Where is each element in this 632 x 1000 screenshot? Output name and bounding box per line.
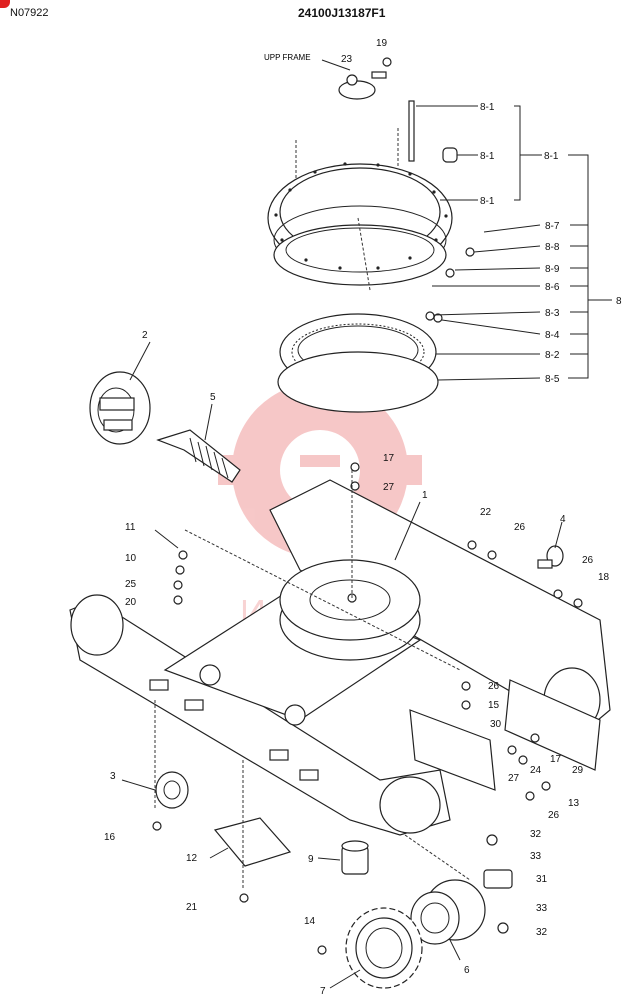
frame-lugs — [149, 664, 319, 781]
carrier-roller — [537, 545, 564, 569]
callout-27a: 27 — [383, 482, 395, 493]
callout-numbers: 23 19 8-1 8-1 8-1 8-1 8-7 8-8 8-9 8-6 8 … — [104, 38, 622, 997]
leader-lines — [121, 59, 612, 989]
corner-badge — [0, 0, 10, 8]
swing-bearing-holes — [274, 162, 448, 270]
callout-8-5: 8-5 — [545, 374, 560, 385]
callout-24: 24 — [530, 765, 542, 776]
callout-20: 20 — [125, 597, 137, 608]
callout-26d: 26 — [548, 810, 560, 821]
washer-8-4 — [433, 313, 443, 323]
callout-11: 11 — [125, 522, 136, 533]
track-guard — [504, 679, 601, 771]
callout-5: 5 — [210, 392, 216, 403]
swivel-joint — [341, 840, 369, 875]
fitting-upper — [486, 834, 498, 846]
callout-8-7: 8-7 — [545, 221, 560, 232]
callout-8-1b: 8-1 — [480, 151, 495, 162]
connector-block — [483, 869, 513, 889]
internal-ring-gear — [277, 313, 439, 413]
callout-15: 15 — [488, 700, 500, 711]
callout-30: 30 — [490, 719, 502, 730]
callout-13: 13 — [568, 798, 580, 809]
upp-frame-label: UPP FRAME — [264, 53, 311, 62]
callout-32b: 32 — [536, 927, 548, 938]
callout-17a: 17 — [383, 453, 395, 464]
turntable-center — [279, 559, 421, 661]
callout-25: 25 — [125, 579, 137, 590]
roller-bracket — [213, 817, 292, 867]
callout-4: 4 — [560, 514, 566, 525]
callout-3: 3 — [110, 771, 116, 782]
callout-8-4: 8-4 — [545, 330, 560, 341]
callout-16: 16 — [104, 832, 116, 843]
callout-8-9: 8-9 — [545, 264, 560, 275]
callout-8-1: 8-1 — [544, 151, 559, 162]
swing-bearing-outer-ring — [267, 163, 453, 286]
callout-7: 7 — [320, 986, 326, 997]
callout-8-8: 8-8 — [545, 242, 560, 253]
grease-fitting-8-7 — [465, 247, 475, 257]
upper-frame-fragment — [338, 57, 392, 100]
drawing-number: 24100J13187F1 — [298, 6, 386, 20]
callout-8-1a: 8-1 — [480, 196, 495, 207]
callout-26a: 26 — [514, 522, 526, 533]
callout-12: 12 — [186, 853, 198, 864]
track-frame — [69, 479, 611, 836]
callout-8-2: 8-2 — [545, 350, 560, 361]
fitting-lower — [497, 922, 509, 934]
plug-8-9 — [445, 268, 455, 278]
plug-8-1b — [442, 147, 458, 163]
callout-19: 19 — [376, 38, 388, 49]
callout-1: 1 — [422, 490, 428, 501]
callout-22: 22 — [480, 507, 492, 518]
callout-14: 14 — [304, 916, 316, 927]
callout-2: 2 — [142, 330, 148, 341]
callout-33a: 33 — [530, 851, 542, 862]
callout-8-6: 8-6 — [545, 282, 560, 293]
travel-motor — [410, 879, 486, 945]
recoil-spring — [156, 429, 241, 483]
bolt-8-3 — [425, 311, 435, 321]
callout-29: 29 — [572, 765, 584, 776]
callout-8-3: 8-3 — [545, 308, 560, 319]
front-idler — [89, 371, 151, 445]
callout-21: 21 — [186, 902, 198, 913]
callout-26b: 26 — [582, 555, 594, 566]
callout-9: 9 — [308, 854, 314, 865]
callout-17b: 17 — [550, 754, 562, 765]
left-code: N07922 — [10, 7, 49, 19]
callout-26c: 26 — [488, 681, 500, 692]
callout-31: 31 — [536, 874, 548, 885]
pin-8-1c — [408, 100, 415, 162]
small-fasteners — [152, 462, 583, 955]
drive-sprocket — [345, 907, 423, 989]
callout-27b: 27 — [508, 773, 520, 784]
callout-8: 8 — [616, 296, 622, 307]
cover-plate — [409, 709, 496, 791]
track-roller — [155, 771, 189, 809]
callout-10: 10 — [125, 553, 137, 564]
callout-23: 23 — [341, 54, 353, 65]
callout-8-1c: 8-1 — [480, 102, 495, 113]
callout-33b: 33 — [536, 903, 548, 914]
callout-32a: 32 — [530, 829, 542, 840]
callout-6: 6 — [464, 965, 470, 976]
callout-18: 18 — [598, 572, 610, 583]
